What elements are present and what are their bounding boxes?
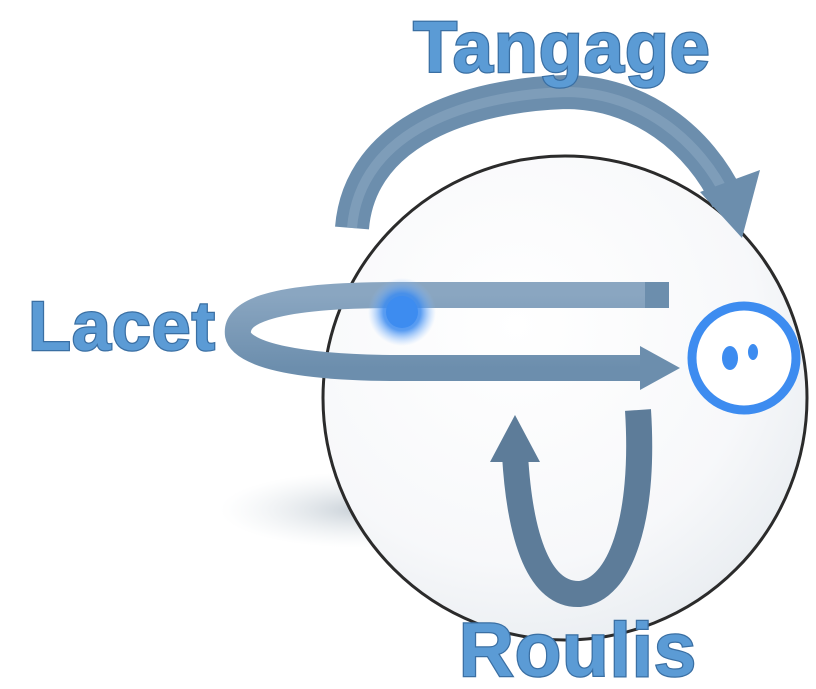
yaw-label: Lacet <box>28 287 216 365</box>
roll-label: Roulis <box>459 608 697 684</box>
sphero-logo-icon <box>692 306 796 410</box>
pitch-label: Tangage <box>413 8 711 88</box>
